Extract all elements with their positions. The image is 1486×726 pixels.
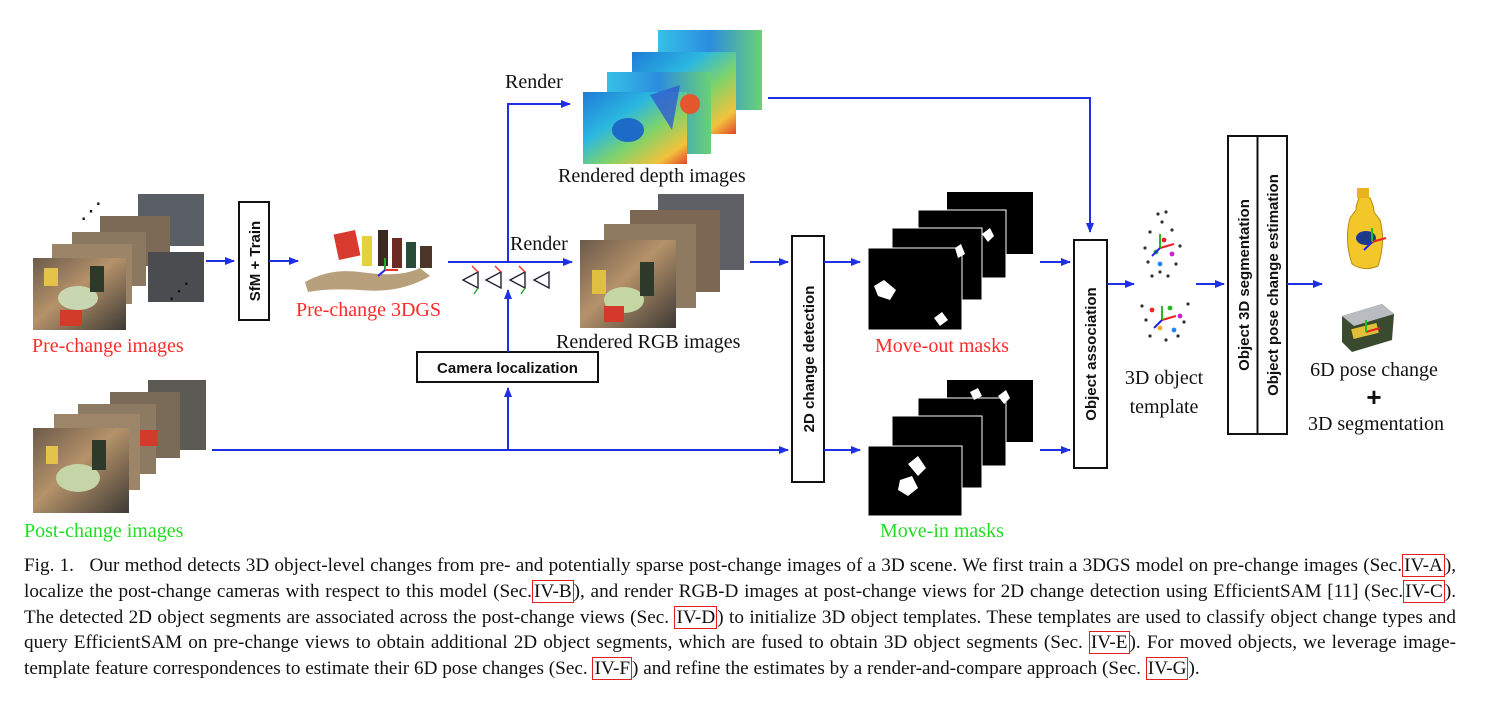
object-pose-change-estimation-label: Object pose change estimation [1265, 174, 1282, 396]
rendered-depth-images-label: Rendered depth images [558, 165, 746, 187]
move-in-masks-label: Move-in masks [880, 520, 1004, 542]
object-association-box [1073, 239, 1108, 469]
section-ref-link[interactable]: IV-B [531, 579, 574, 603]
pre-change-3dgs-label: Pre-change 3DGS [296, 299, 441, 321]
ellipsis-dots-bottom: ⋰ [168, 278, 190, 303]
post-change-image-stack [33, 380, 206, 513]
output-plus: + [1366, 382, 1381, 412]
change-detection-2d-box [791, 235, 825, 483]
method-overview-diagram: ⋰ ⋰ Pre-change images Post-change images… [24, 30, 1444, 542]
pre-change-image-stack: ⋰ ⋰ [33, 194, 204, 330]
move-out-masks [867, 192, 1033, 331]
camera-localization-label: Camera localization [437, 360, 578, 377]
object-association-label: Object association [1083, 287, 1100, 420]
caption-text: ). [1188, 658, 1200, 680]
rendered-rgb-images-label: Rendered RGB images [556, 331, 741, 353]
sfm-train-box [238, 201, 270, 321]
section-ref-link[interactable]: IV-A [1402, 554, 1445, 577]
post-change-images-label: Post-change images [24, 520, 184, 542]
caption-text: Our method detects 3D object-level chang… [89, 555, 1403, 576]
arrow-render-to-depth [507, 100, 571, 262]
caption-text: ) and refine the estimates by a render-a… [632, 658, 1146, 680]
caption-text: ), localize the post-change cameras with… [24, 555, 1457, 602]
caption-text: ), and render RGB-D images at post-chang… [573, 580, 1404, 602]
caption-fig-label: Fig. 1. [24, 555, 74, 576]
arrow-depth-to-association [768, 97, 1094, 233]
template-label-line2: template [1130, 396, 1199, 418]
ellipsis-dots-top: ⋰ [80, 198, 102, 223]
caption-text: ) to initialize 3D object templates. The… [24, 606, 1456, 654]
output-line2: 3D segmentation [1308, 413, 1444, 435]
figure-caption: Fig. 1. Our method detects 3D object-lev… [24, 553, 1456, 682]
section-ref-link[interactable]: IV-G [1145, 657, 1189, 681]
render-top-label: Render [505, 71, 563, 93]
template-label-line1: 3D object [1125, 367, 1204, 389]
section-ref-link[interactable]: IV-F [592, 657, 633, 681]
pre-change-3dgs-render [305, 229, 432, 292]
caption-text: ). For moved objects, we leverage image-… [24, 632, 1457, 680]
sfm-train-label: SfM + Train [247, 221, 264, 301]
pre-change-images-label: Pre-change images [32, 335, 184, 357]
section-ref-link[interactable]: IV-C [1403, 579, 1445, 603]
section-ref-link[interactable]: IV-E [1088, 631, 1130, 655]
caption-text: ). The detected 2D object segments are a… [24, 580, 1456, 628]
render-mid-label: Render [510, 233, 568, 255]
rendered-depth-images [583, 30, 762, 164]
pre-change-image [33, 194, 204, 330]
camera-frustums [461, 265, 550, 295]
camera-localization-box [416, 351, 599, 383]
object-3d-segmentation-label: Object 3D segmentation [1236, 199, 1253, 371]
section-ref-link[interactable]: IV-D [674, 605, 718, 629]
output-line1: 6D pose change [1310, 359, 1438, 381]
move-out-masks-label: Move-out masks [875, 335, 1009, 357]
move-in-masks [867, 380, 1033, 517]
output-objects [1342, 188, 1394, 352]
rendered-rgb-images [580, 194, 744, 328]
change-detection-2d-label: 2D change detection [801, 286, 818, 433]
flow-arrows [206, 97, 1323, 454]
object-template-pointclouds [1140, 210, 1190, 342]
